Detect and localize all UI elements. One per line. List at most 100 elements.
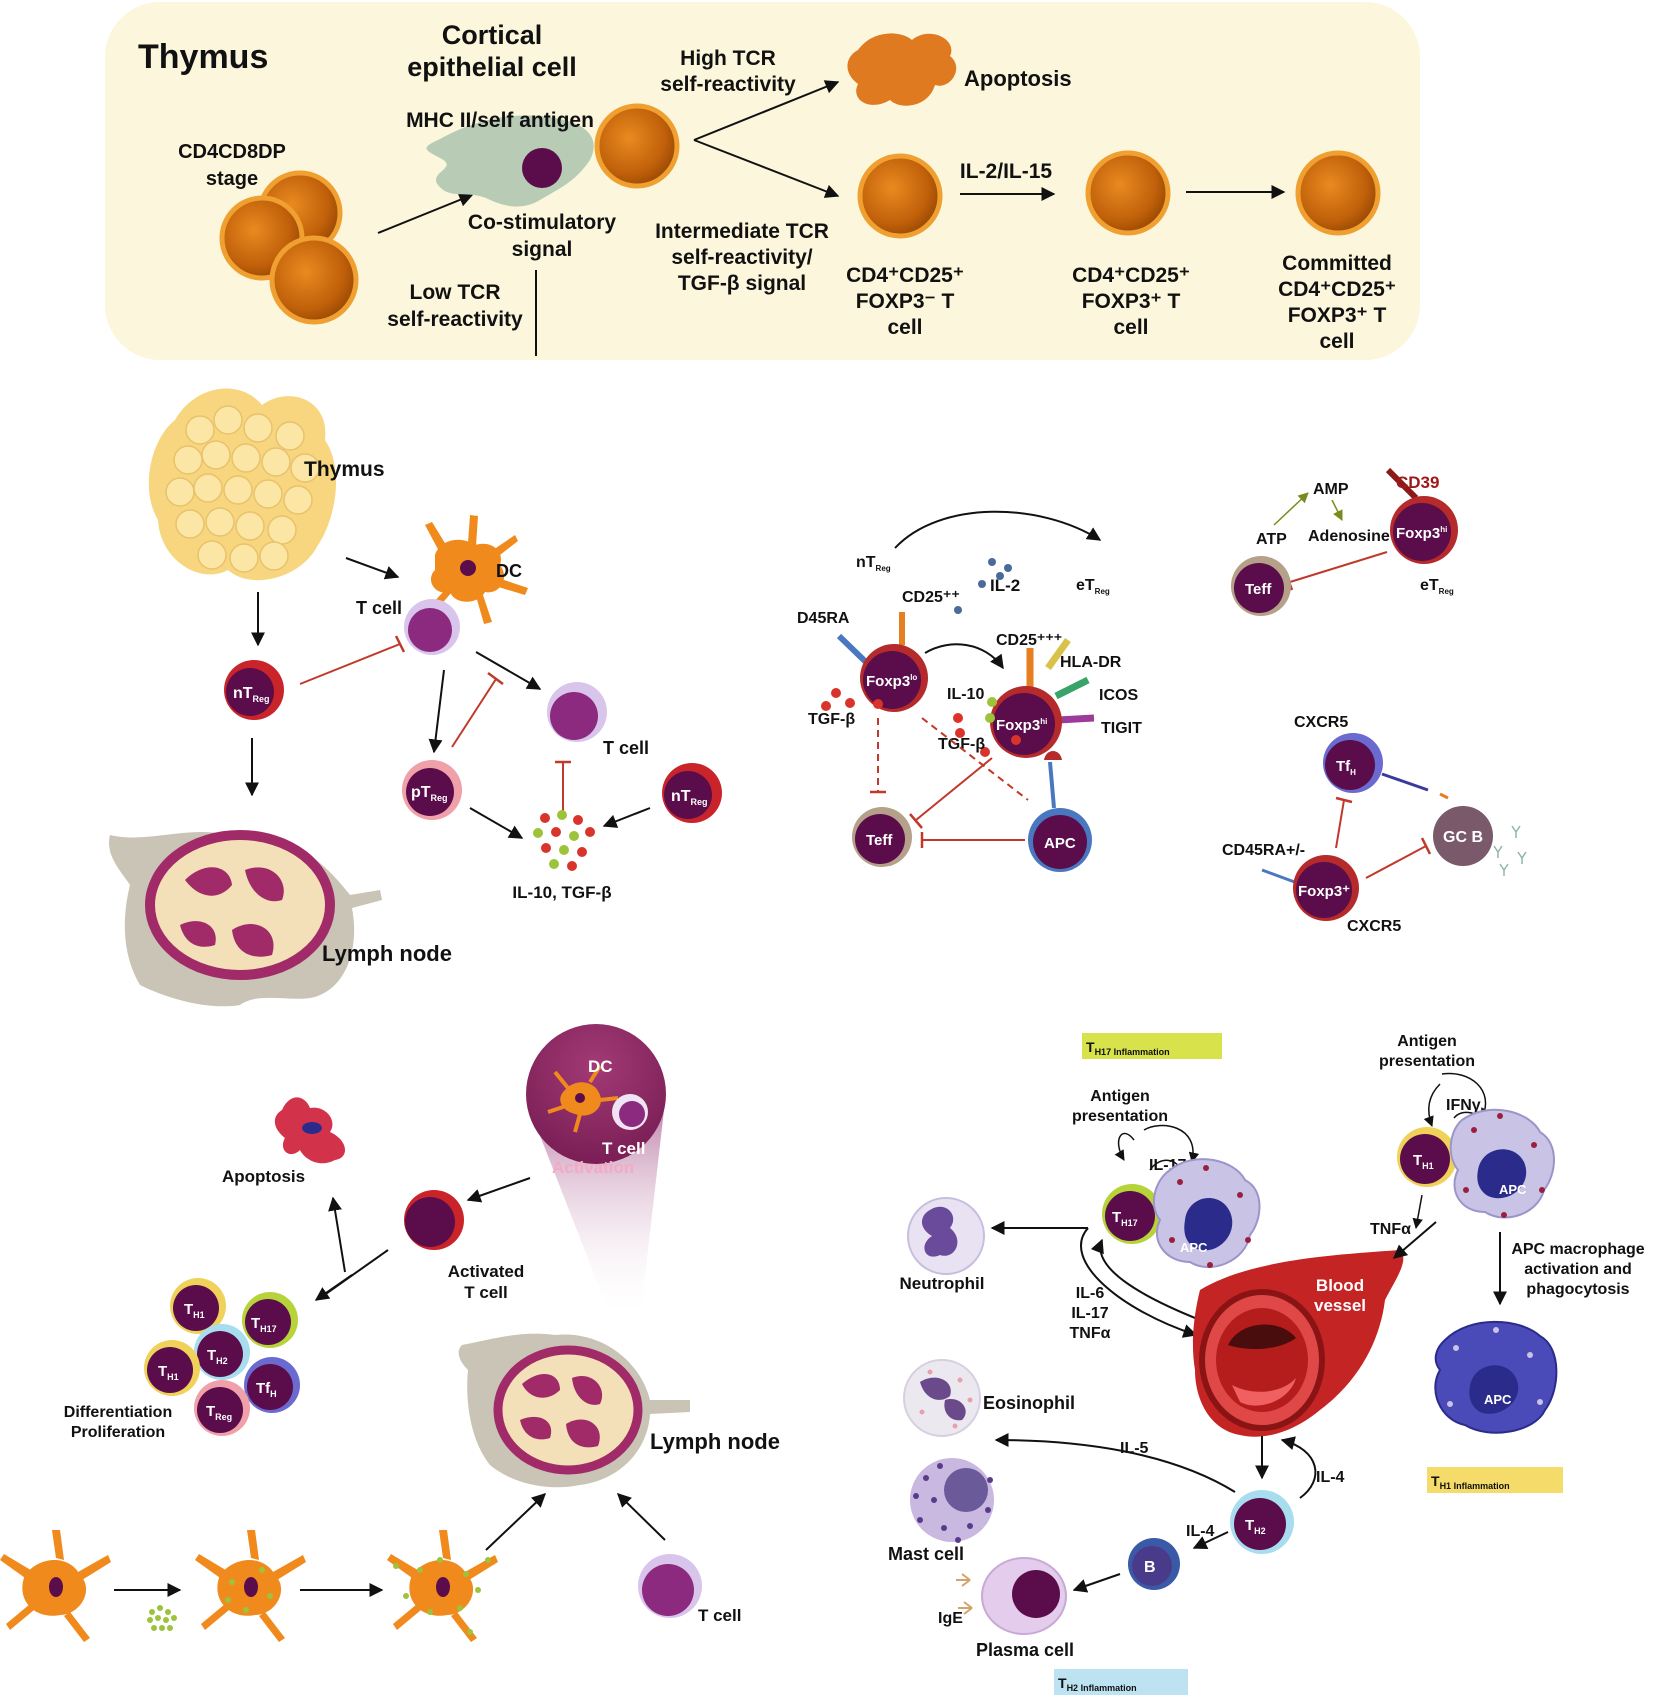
svg-text:TH1: TH1 bbox=[184, 1301, 205, 1320]
svg-text:T cell: T cell bbox=[356, 598, 402, 618]
svg-text:TReg: TReg bbox=[206, 1403, 232, 1422]
lymph-node bbox=[109, 830, 383, 1007]
svg-text:DC: DC bbox=[496, 561, 522, 581]
svg-text:APC: APC bbox=[1180, 1240, 1208, 1255]
svg-text:TH17: TH17 bbox=[1112, 1209, 1138, 1228]
svg-text:Foxp3lo: Foxp3lo bbox=[866, 673, 917, 690]
cytokine-dots bbox=[533, 810, 595, 871]
committed-treg-cell bbox=[1295, 150, 1381, 236]
il2-dots bbox=[954, 558, 1012, 614]
svg-text:CD4CD8DP: CD4CD8DP bbox=[178, 141, 286, 163]
svg-text:ATP: ATP bbox=[1256, 531, 1287, 548]
th2-inflammation-badge bbox=[1054, 1669, 1188, 1695]
svg-text:cell: cell bbox=[887, 316, 922, 339]
svg-text:B: B bbox=[1144, 1559, 1156, 1576]
svg-text:IFNγ: IFNγ bbox=[1446, 1097, 1481, 1114]
svg-text:APC: APC bbox=[1499, 1182, 1527, 1197]
antigen-particles bbox=[147, 1605, 177, 1631]
svg-text:TH17 Inflammation: TH17 Inflammation bbox=[1086, 1039, 1170, 1057]
svg-text:Teff: Teff bbox=[1245, 581, 1272, 598]
svg-text:TH1: TH1 bbox=[158, 1363, 179, 1382]
svg-text:Foxp3hi: Foxp3hi bbox=[996, 717, 1047, 734]
svg-text:Blood: Blood bbox=[1316, 1276, 1364, 1295]
activated-macrophage bbox=[1434, 1320, 1558, 1434]
svg-text:TH17: TH17 bbox=[251, 1315, 277, 1334]
svg-text:TNFα: TNFα bbox=[1070, 1325, 1111, 1342]
svg-text:IL-17: IL-17 bbox=[1071, 1305, 1108, 1322]
svg-text:CD4⁺CD25⁺: CD4⁺CD25⁺ bbox=[1278, 278, 1396, 301]
svg-text:eTReg: eTReg bbox=[1076, 577, 1110, 596]
svg-text:signal: signal bbox=[512, 238, 573, 261]
svg-text:Adenosine: Adenosine bbox=[1308, 528, 1390, 545]
blood-vessel bbox=[1192, 1250, 1404, 1437]
svg-text:IgE: IgE bbox=[938, 1610, 963, 1627]
svg-text:FOXP3⁻ T: FOXP3⁻ T bbox=[856, 290, 955, 313]
mast-cell bbox=[910, 1458, 994, 1543]
th17-inflammation-badge bbox=[1082, 1033, 1222, 1059]
svg-text:Mast cell: Mast cell bbox=[888, 1544, 964, 1564]
svg-text:TGF-β: TGF-β bbox=[938, 736, 985, 753]
svg-text:DC: DC bbox=[588, 1057, 613, 1076]
svg-text:Proliferation: Proliferation bbox=[71, 1424, 165, 1441]
thymus-organ bbox=[148, 388, 337, 581]
svg-text:self-reactivity: self-reactivity bbox=[660, 73, 796, 96]
svg-text:TH2: TH2 bbox=[207, 1347, 228, 1366]
svg-text:activation and: activation and bbox=[1524, 1261, 1632, 1278]
gcb-cell bbox=[1433, 806, 1493, 866]
svg-text:TGF-β signal: TGF-β signal bbox=[678, 272, 806, 295]
svg-text:Differentiation: Differentiation bbox=[64, 1404, 172, 1421]
cd25-foxp3pos-cell bbox=[1085, 150, 1171, 236]
svg-text:T cell: T cell bbox=[698, 1606, 741, 1625]
svg-text:IL-5: IL-5 bbox=[1120, 1440, 1149, 1457]
svg-text:Lymph node: Lymph node bbox=[322, 941, 452, 966]
svg-text:IL-4: IL-4 bbox=[1316, 1469, 1345, 1486]
svg-text:eTReg: eTReg bbox=[1420, 577, 1454, 596]
svg-text:FOXP3⁺ T: FOXP3⁺ T bbox=[1082, 290, 1181, 313]
treg-mechanisms-panel: nTReg eTReg IL-2 CD25⁺⁺ D45RA Foxp3lo TG… bbox=[797, 510, 1142, 872]
svg-text:CD25⁺⁺: CD25⁺⁺ bbox=[902, 589, 960, 606]
plasma-cell bbox=[981, 1557, 1067, 1635]
mhc-self-antigen-dot bbox=[522, 148, 562, 188]
top-panel-background bbox=[105, 2, 1420, 360]
svg-text:Cortical: Cortical bbox=[442, 20, 543, 50]
svg-text:Foxp3⁺: Foxp3⁺ bbox=[1298, 883, 1350, 900]
svg-text:nTReg: nTReg bbox=[856, 554, 891, 573]
activation-beam bbox=[530, 1110, 664, 1320]
svg-text:D45RA: D45RA bbox=[797, 610, 850, 627]
activation-panel: DC T cell Activation Apoptosis Activated… bbox=[0, 1024, 780, 1642]
svg-text:TfH: TfH bbox=[256, 1380, 277, 1399]
antibody-icons bbox=[1493, 825, 1527, 876]
svg-text:T cell: T cell bbox=[602, 1139, 645, 1158]
svg-text:Antigen: Antigen bbox=[1090, 1088, 1150, 1105]
svg-text:IL-10: IL-10 bbox=[947, 686, 984, 703]
svg-text:Lymph node: Lymph node bbox=[650, 1429, 780, 1454]
svg-text:Intermediate TCR: Intermediate TCR bbox=[655, 220, 829, 243]
svg-text:self-reactivity: self-reactivity bbox=[387, 308, 523, 331]
svg-text:TH1: TH1 bbox=[1413, 1152, 1434, 1171]
svg-text:presentation: presentation bbox=[1379, 1053, 1475, 1070]
svg-text:Activated: Activated bbox=[448, 1262, 525, 1281]
svg-text:GC B: GC B bbox=[1443, 829, 1483, 846]
svg-text:FOXP3⁺ T: FOXP3⁺ T bbox=[1288, 304, 1387, 327]
svg-text:CD4⁺CD25⁺: CD4⁺CD25⁺ bbox=[1072, 264, 1190, 287]
th1-inflammation-badge bbox=[1427, 1467, 1563, 1493]
svg-text:cell: cell bbox=[1113, 316, 1148, 339]
svg-text:Thymus: Thymus bbox=[304, 458, 385, 481]
panel-title: Thymus bbox=[138, 38, 268, 76]
svg-text:APC: APC bbox=[1484, 1392, 1512, 1407]
svg-text:cell: cell bbox=[1319, 330, 1354, 353]
svg-text:TNFα: TNFα bbox=[1370, 1221, 1411, 1238]
svg-text:presentation: presentation bbox=[1072, 1108, 1168, 1125]
svg-text:phagocytosis: phagocytosis bbox=[1526, 1281, 1629, 1298]
svg-text:CXCR5: CXCR5 bbox=[1294, 714, 1348, 731]
svg-text:Committed: Committed bbox=[1282, 252, 1392, 275]
svg-text:HLA-DR: HLA-DR bbox=[1060, 654, 1122, 671]
svg-text:Co-stimulatory: Co-stimulatory bbox=[468, 211, 617, 234]
svg-text:CD25⁺⁺⁺: CD25⁺⁺⁺ bbox=[996, 632, 1062, 649]
svg-text:Low TCR: Low TCR bbox=[410, 281, 501, 304]
svg-text:nTReg: nTReg bbox=[233, 685, 270, 704]
lymph-node-2 bbox=[458, 1333, 690, 1488]
svg-text:IL-4: IL-4 bbox=[1186, 1523, 1215, 1540]
svg-text:APC: APC bbox=[1044, 835, 1076, 852]
svg-text:nTReg: nTReg bbox=[671, 788, 708, 807]
